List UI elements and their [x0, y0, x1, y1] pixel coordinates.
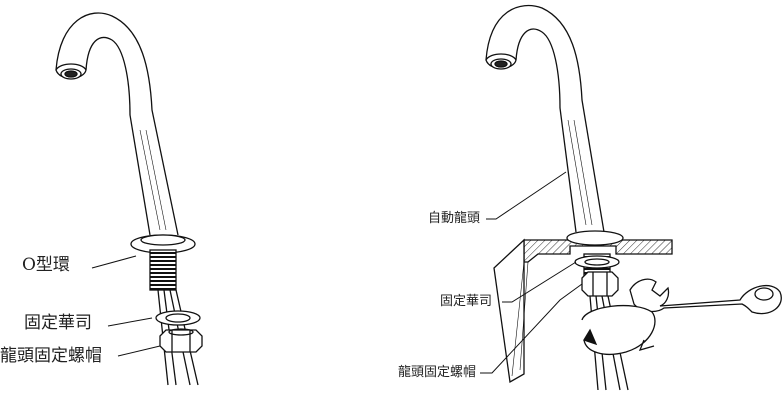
right-spout-inner [515, 28, 577, 233]
countertop-section [523, 239, 673, 263]
label-faucet-fixing-nut-right: 龍頭固定螺帽 [398, 365, 477, 380]
left-spout-inner [85, 36, 151, 236]
left-washer [155, 310, 201, 326]
label-fixing-washer-right: 固定華司 [440, 294, 493, 309]
right-base-flange [566, 230, 624, 246]
left-leaders [91, 255, 161, 357]
label-automatic-faucet: 自動龍頭 [428, 211, 481, 226]
right-leaders [480, 171, 583, 374]
left-spout-outer [55, 12, 179, 236]
right-spout-outer [485, 4, 605, 233]
label-o-ring: O型環 [22, 255, 70, 275]
right-fixing-nut [581, 271, 619, 297]
counter-side [493, 238, 525, 384]
wrench [629, 278, 782, 315]
label-faucet-fixing-nut-left: 龍頭固定螺帽 [0, 346, 102, 366]
right-faucet-drawing [485, 4, 782, 391]
rotation-arrow [581, 304, 656, 355]
left-faucet-drawing [55, 12, 203, 386]
left-threaded-shank [149, 249, 177, 291]
left-fixing-nut [159, 329, 203, 353]
label-fixing-washer-left: 固定華司 [24, 313, 92, 333]
right-washer [574, 255, 620, 269]
